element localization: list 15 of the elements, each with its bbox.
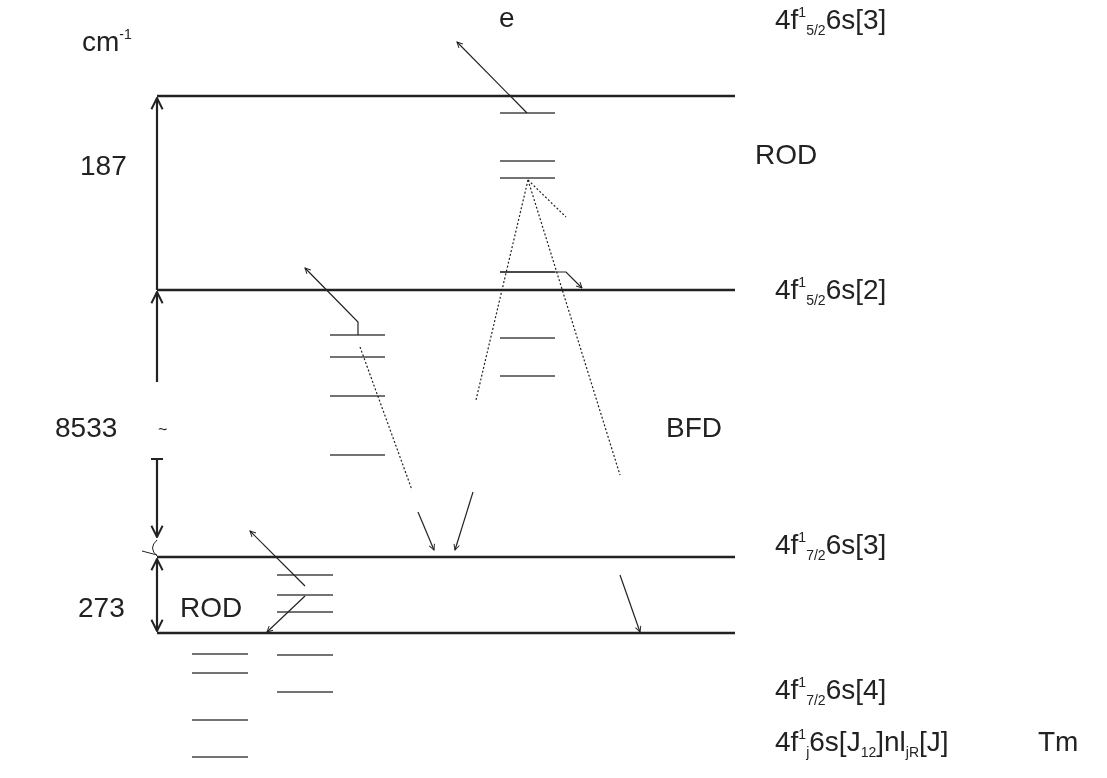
decay-label: ROD <box>755 139 818 171</box>
decay-label: BFD <box>666 412 722 444</box>
unit-label: cm$^{-1}$ <box>82 26 132 58</box>
energy-value: 8533 <box>55 412 118 444</box>
level-label: 4f$^{1}$$_{5/2}$6s[2] <box>775 274 887 306</box>
energy-value: 187 <box>80 150 127 182</box>
element-label: Tm <box>1038 726 1079 758</box>
level-label: 4f$^{1}$$_{7/2}$6s[3] <box>775 529 887 561</box>
level-label: 4f$^{1}$$_{5/2}$6s[3] <box>775 4 887 36</box>
electron-label: e <box>499 2 515 34</box>
decay-label: ROD <box>180 592 243 624</box>
energy-value: 273 <box>78 592 125 624</box>
level-label: 4f$^{1}$$_{7/2}$6s[4] <box>775 674 887 706</box>
break-mark-label: ~ <box>158 420 168 440</box>
series-label: 4f$^{1}$$_{j}$6s[J$_{12}$]nl$_{jR}$[J] <box>775 726 949 758</box>
